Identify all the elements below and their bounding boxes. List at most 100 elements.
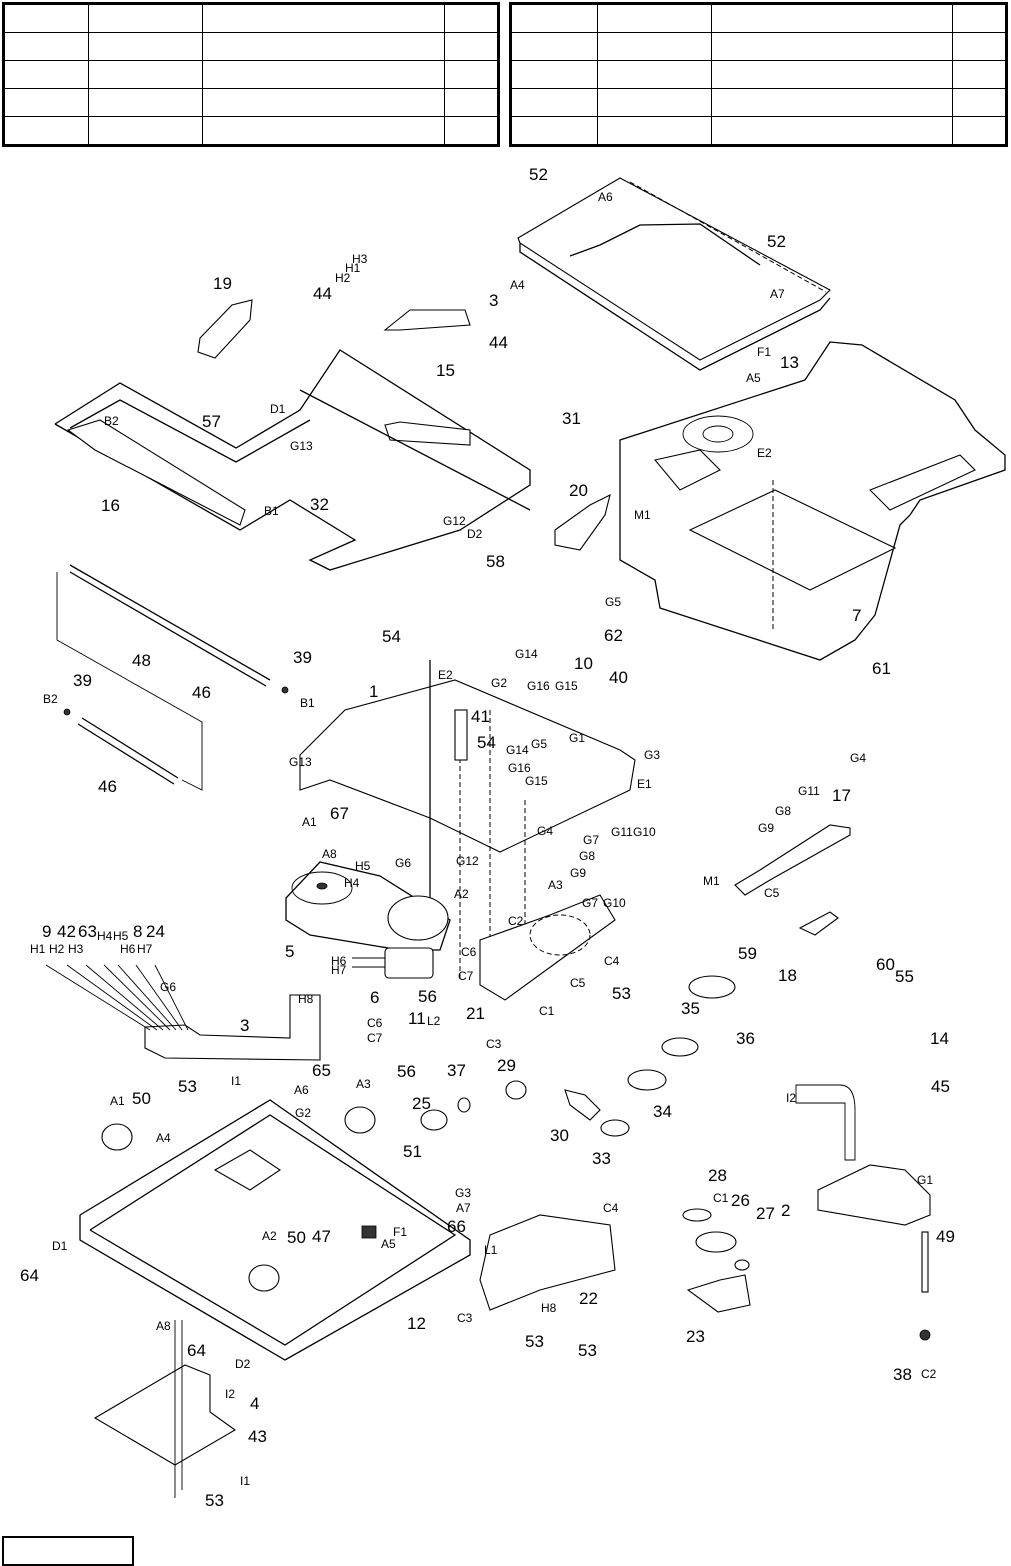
part-number-label: 22 <box>579 1289 598 1308</box>
part-number-label: 20 <box>569 481 588 500</box>
table-row <box>2 3 500 33</box>
reference-label: G3 <box>644 748 661 762</box>
part-number-label: 67 <box>330 804 349 823</box>
reference-label: H7 <box>331 963 347 977</box>
table-cell <box>443 88 500 117</box>
clamper-frame-assembly <box>54 299 611 571</box>
part-number-label: 64 <box>187 1341 206 1360</box>
reference-label: G14 <box>515 647 538 661</box>
reference-label: H5 <box>355 859 371 873</box>
reference-label: H2 <box>335 271 351 285</box>
reference-label: G10 <box>603 896 626 910</box>
reference-label: L1 <box>484 1243 498 1257</box>
reference-label: L2 <box>427 1014 441 1028</box>
part-number-label: 18 <box>778 966 797 985</box>
part-number-label: 53 <box>205 1491 224 1510</box>
part-number-label: 31 <box>562 409 581 428</box>
part-number-label: 28 <box>708 1166 727 1185</box>
part-number-label: 53 <box>612 984 631 1003</box>
reference-label: G7 <box>582 896 599 910</box>
reference-label: H1 <box>30 942 46 956</box>
reference-label: H4 <box>344 876 360 890</box>
part-number-label: 57 <box>202 412 221 431</box>
part-number-label: 1 <box>369 682 379 701</box>
reference-label: C5 <box>570 976 586 990</box>
reference-label: C6 <box>461 945 477 959</box>
table-cell <box>2 116 90 146</box>
part-number-label: 25 <box>412 1094 431 1113</box>
reference-label: M1 <box>703 874 720 888</box>
reference-label: G4 <box>850 751 867 765</box>
reference-label: C7 <box>458 969 474 983</box>
reference-label: A3 <box>548 878 563 892</box>
parts-table-left <box>2 2 500 147</box>
reference-label: G6 <box>395 856 412 870</box>
table-cell <box>443 60 500 89</box>
part-number-label: 56 <box>418 987 437 1006</box>
reference-label: C1 <box>539 1004 555 1018</box>
table-cell <box>710 60 953 89</box>
table-cell <box>596 3 712 33</box>
part-number-label: 32 <box>310 495 329 514</box>
reference-label: G16 <box>527 679 550 693</box>
reference-label: G9 <box>570 866 587 880</box>
part-number-label: 46 <box>192 683 211 702</box>
part-number-label: 39 <box>73 671 92 690</box>
reference-label: G16 <box>508 761 531 775</box>
part-number-label: 47 <box>312 1227 331 1246</box>
reference-label: G15 <box>525 774 548 788</box>
parts-table-right <box>509 2 1008 147</box>
reference-label: G13 <box>289 755 312 769</box>
part-number-label: 66 <box>447 1217 466 1236</box>
part-number-label: 35 <box>681 999 700 1018</box>
part-number-label: 54 <box>382 627 401 646</box>
table-row <box>510 116 1008 146</box>
table-cell <box>710 88 953 117</box>
reference-label: C2 <box>921 1367 937 1381</box>
reference-label: G4 <box>537 824 554 838</box>
part-number-label: 41 <box>471 707 490 726</box>
reference-label: E2 <box>438 668 453 682</box>
base-frame-part-12 <box>79 1099 471 1361</box>
reference-label: G12 <box>443 514 466 528</box>
reference-label: H2 <box>49 942 65 956</box>
part-number-label: 51 <box>403 1142 422 1161</box>
pulley-assembly-part-5 <box>285 861 451 951</box>
reference-label: B1 <box>264 504 279 518</box>
part-number-label: 50 <box>132 1089 151 1108</box>
reference-label: B1 <box>300 696 315 710</box>
table-row <box>2 88 500 117</box>
motor-part-6 <box>352 947 434 979</box>
reference-label: G2 <box>295 1106 312 1120</box>
reference-label: G1 <box>917 1173 934 1187</box>
reference-label: A5 <box>746 371 761 385</box>
table-cell <box>710 3 953 33</box>
table-row <box>2 60 500 89</box>
reference-label: H8 <box>298 992 314 1006</box>
part-number-label: 52 <box>767 232 786 251</box>
reference-label: I1 <box>231 1074 242 1088</box>
table-row <box>2 32 500 61</box>
reference-label: A5 <box>381 1237 396 1251</box>
reference-label: C5 <box>764 886 780 900</box>
tray-assembly-part-7 <box>619 341 1006 661</box>
part-number-label: 55 <box>895 967 914 986</box>
reference-label: B2 <box>43 692 58 706</box>
part-number-label: 42 <box>57 922 76 941</box>
gear-plate-part-23 <box>682 1208 751 1313</box>
reference-label: G7 <box>583 833 600 847</box>
reference-label: G11 <box>798 784 820 798</box>
part-number-label: 30 <box>550 1126 569 1145</box>
part-number-label: 19 <box>213 274 232 293</box>
flex-pcb-part-3 <box>45 964 321 1061</box>
part-number-label: 61 <box>872 659 891 678</box>
reference-label: F1 <box>393 1225 408 1239</box>
main-chassis-part-1 <box>299 660 636 980</box>
table-cell <box>951 88 1008 117</box>
part-number-label: 63 <box>78 922 97 941</box>
part-number-label: 44 <box>489 333 508 352</box>
parts-table-left-body <box>2 3 500 146</box>
part-number-label: 54 <box>477 733 496 752</box>
part-number-label: 8 <box>133 922 143 941</box>
